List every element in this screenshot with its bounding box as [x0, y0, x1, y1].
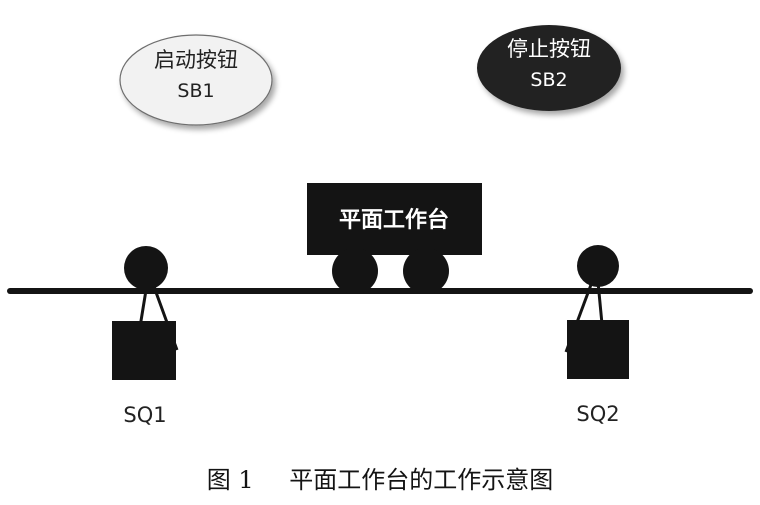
limit-switch-right-box — [567, 320, 629, 379]
figure-caption: 图 1 平面工作台的工作示意图 — [207, 466, 554, 494]
figure-number: 图 1 — [207, 466, 254, 494]
figure-title: 平面工作台的工作示意图 — [289, 466, 553, 494]
start-button — [119, 34, 273, 126]
limit-switch-left-roller — [124, 246, 168, 290]
worktable-body — [307, 183, 482, 255]
stop-button-code: SB2 — [530, 69, 567, 91]
limit-switch-left-box — [112, 321, 176, 380]
limit-switch-right-arm — [596, 281, 604, 325]
worktable-wheel-left — [332, 248, 378, 294]
start-button-code: SB1 — [177, 80, 214, 102]
limit-switch-right-label: SQ2 — [576, 402, 619, 426]
limit-switch-right-roller — [577, 245, 619, 287]
limit-switch-left-label: SQ1 — [123, 403, 166, 427]
worktable-label: 平面工作台 — [339, 207, 449, 233]
limit-switch-right — [564, 245, 629, 379]
worktable-wheel-right — [403, 248, 449, 294]
start-button-label: 启动按钮 — [154, 48, 238, 72]
stop-button-label: 停止按钮 — [507, 37, 591, 61]
limit-switch-left-arm — [138, 283, 149, 328]
stop-button — [477, 25, 621, 111]
limit-switch-left — [112, 246, 179, 380]
